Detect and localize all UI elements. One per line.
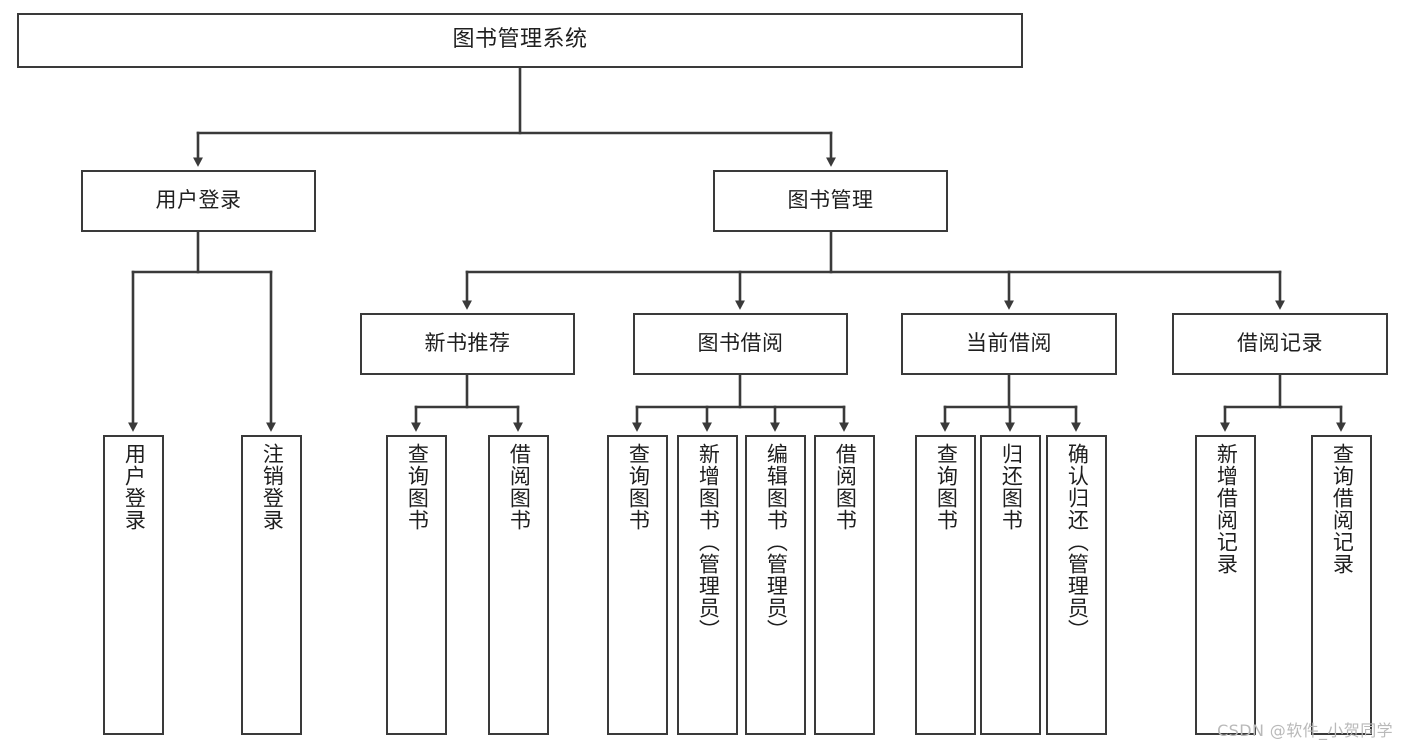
node-leaf-borrow-book-1[interactable]: 借阅图书 [488, 435, 549, 735]
node-leaf-query-book-1-label: 查询图书 [405, 443, 430, 531]
node-leaf-logout-login-label: 注销登录 [260, 443, 285, 531]
node-leaf-query-book-2-label: 查询图书 [626, 443, 651, 531]
node-leaf-borrow-book-1-label: 借阅图书 [507, 443, 532, 531]
node-leaf-borrow-book-2[interactable]: 借阅图书 [814, 435, 875, 735]
node-book-management-label: 图书管理 [787, 188, 874, 213]
node-leaf-confirm-return-admin-label: 确认归还（管理员） [1065, 443, 1090, 641]
node-leaf-user-login[interactable]: 用户登录 [103, 435, 164, 735]
node-borrow-record[interactable]: 借阅记录 [1172, 313, 1388, 375]
node-leaf-query-book-3-label: 查询图书 [934, 443, 959, 531]
node-root-label: 图书管理系统 [452, 27, 588, 53]
node-user-login-label: 用户登录 [155, 188, 242, 213]
node-leaf-query-book-3[interactable]: 查询图书 [915, 435, 976, 735]
node-leaf-logout-login[interactable]: 注销登录 [241, 435, 302, 735]
node-leaf-return-book[interactable]: 归还图书 [980, 435, 1041, 735]
node-new-book-recommend-label: 新书推荐 [424, 331, 511, 356]
node-leaf-borrow-book-2-label: 借阅图书 [833, 443, 858, 531]
node-book-borrow[interactable]: 图书借阅 [633, 313, 848, 375]
node-leaf-query-book-2[interactable]: 查询图书 [607, 435, 668, 735]
node-leaf-edit-book-admin[interactable]: 编辑图书（管理员） [745, 435, 806, 735]
node-leaf-query-borrow-record[interactable]: 查询借阅记录 [1311, 435, 1372, 735]
node-borrow-record-label: 借阅记录 [1237, 331, 1323, 356]
watermark-text: CSDN @软件_小贺同学 [1217, 721, 1393, 740]
node-leaf-add-borrow-record[interactable]: 新增借阅记录 [1195, 435, 1256, 735]
node-leaf-query-book-1[interactable]: 查询图书 [386, 435, 447, 735]
node-leaf-add-borrow-record-label: 新增借阅记录 [1214, 443, 1239, 575]
node-leaf-add-book-admin[interactable]: 新增图书（管理员） [677, 435, 738, 735]
node-root[interactable]: 图书管理系统 [17, 13, 1023, 68]
node-leaf-query-borrow-record-label: 查询借阅记录 [1330, 443, 1355, 575]
node-book-management[interactable]: 图书管理 [713, 170, 948, 232]
node-book-borrow-label: 图书借阅 [697, 331, 784, 356]
node-leaf-user-login-label: 用户登录 [122, 443, 147, 531]
node-leaf-add-book-admin-label: 新增图书（管理员） [696, 443, 721, 641]
node-user-login[interactable]: 用户登录 [81, 170, 316, 232]
node-current-borrow[interactable]: 当前借阅 [901, 313, 1117, 375]
node-current-borrow-label: 当前借阅 [966, 331, 1052, 356]
node-new-book-recommend[interactable]: 新书推荐 [360, 313, 575, 375]
node-leaf-confirm-return-admin[interactable]: 确认归还（管理员） [1046, 435, 1107, 735]
node-leaf-edit-book-admin-label: 编辑图书（管理员） [764, 443, 789, 641]
node-leaf-return-book-label: 归还图书 [999, 443, 1024, 531]
